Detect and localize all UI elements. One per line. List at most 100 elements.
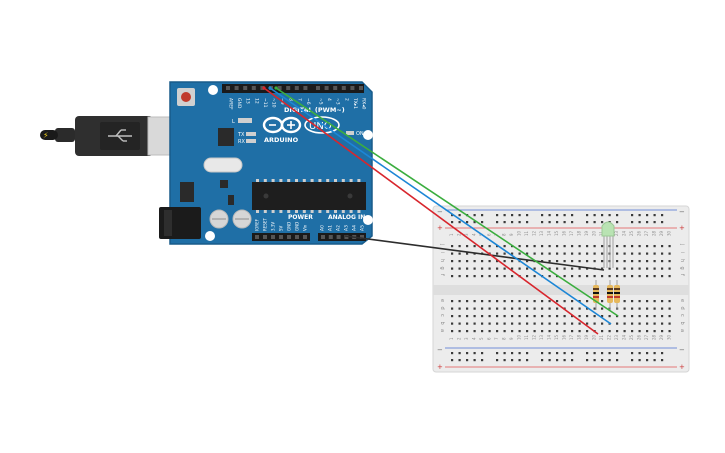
terminal-hole[interactable]	[451, 322, 454, 325]
terminal-hole[interactable]	[541, 322, 544, 325]
terminal-hole[interactable]	[458, 315, 461, 318]
rail-hole[interactable]	[646, 359, 649, 362]
terminal-hole[interactable]	[541, 300, 544, 303]
terminal-hole[interactable]	[518, 315, 521, 318]
terminal-hole[interactable]	[496, 267, 499, 270]
terminal-hole[interactable]	[563, 252, 566, 255]
terminal-hole[interactable]	[646, 267, 649, 270]
rail-hole[interactable]	[631, 214, 634, 217]
terminal-hole[interactable]	[466, 330, 469, 333]
header-pin[interactable]	[251, 86, 256, 90]
terminal-hole[interactable]	[466, 252, 469, 255]
terminal-hole[interactable]	[586, 275, 589, 278]
terminal-hole[interactable]	[548, 307, 551, 310]
terminal-hole[interactable]	[631, 275, 634, 278]
terminal-hole[interactable]	[556, 300, 559, 303]
rail-hole[interactable]	[601, 214, 604, 217]
terminal-hole[interactable]	[668, 260, 671, 263]
terminal-hole[interactable]	[631, 322, 634, 325]
terminal-hole[interactable]	[481, 275, 484, 278]
terminal-hole[interactable]	[541, 315, 544, 318]
terminal-hole[interactable]	[466, 275, 469, 278]
rail-hole[interactable]	[541, 221, 544, 224]
terminal-hole[interactable]	[526, 245, 529, 248]
terminal-hole[interactable]	[571, 315, 574, 318]
rail-hole[interactable]	[548, 221, 551, 224]
terminal-hole[interactable]	[556, 252, 559, 255]
terminal-hole[interactable]	[578, 315, 581, 318]
terminal-hole[interactable]	[593, 315, 596, 318]
rail-hole[interactable]	[556, 214, 559, 217]
terminal-hole[interactable]	[511, 307, 514, 310]
terminal-hole[interactable]	[668, 267, 671, 270]
terminal-hole[interactable]	[466, 245, 469, 248]
rail-hole[interactable]	[653, 214, 656, 217]
terminal-hole[interactable]	[631, 252, 634, 255]
rail-hole[interactable]	[526, 221, 529, 224]
rail-hole[interactable]	[646, 214, 649, 217]
terminal-hole[interactable]	[578, 322, 581, 325]
rail-hole[interactable]	[458, 221, 461, 224]
terminal-hole[interactable]	[533, 322, 536, 325]
rail-hole[interactable]	[473, 221, 476, 224]
rail-hole[interactable]	[593, 214, 596, 217]
header-pin[interactable]	[287, 235, 291, 239]
rail-hole[interactable]	[458, 359, 461, 362]
terminal-hole[interactable]	[601, 275, 604, 278]
rail-hole[interactable]	[473, 214, 476, 217]
rail-hole[interactable]	[481, 214, 484, 217]
rail-hole[interactable]	[466, 221, 469, 224]
terminal-hole[interactable]	[631, 300, 634, 303]
terminal-hole[interactable]	[563, 275, 566, 278]
terminal-hole[interactable]	[631, 307, 634, 310]
terminal-hole[interactable]	[556, 245, 559, 248]
terminal-hole[interactable]	[526, 267, 529, 270]
rail-hole[interactable]	[563, 214, 566, 217]
terminal-hole[interactable]	[473, 260, 476, 263]
rail-hole[interactable]	[653, 221, 656, 224]
terminal-hole[interactable]	[653, 252, 656, 255]
terminal-hole[interactable]	[593, 275, 596, 278]
terminal-hole[interactable]	[458, 252, 461, 255]
rail-hole[interactable]	[466, 352, 469, 355]
terminal-hole[interactable]	[473, 267, 476, 270]
terminal-hole[interactable]	[661, 307, 664, 310]
terminal-hole[interactable]	[488, 275, 491, 278]
terminal-hole[interactable]	[668, 322, 671, 325]
terminal-hole[interactable]	[541, 267, 544, 270]
header-pin[interactable]	[303, 235, 307, 239]
terminal-hole[interactable]	[556, 260, 559, 263]
terminal-hole[interactable]	[661, 330, 664, 333]
header-pin[interactable]	[271, 235, 275, 239]
terminal-hole[interactable]	[623, 300, 626, 303]
terminal-hole[interactable]	[526, 260, 529, 263]
terminal-hole[interactable]	[571, 330, 574, 333]
rail-hole[interactable]	[616, 359, 619, 362]
terminal-hole[interactable]	[631, 260, 634, 263]
terminal-hole[interactable]	[481, 245, 484, 248]
terminal-hole[interactable]	[571, 260, 574, 263]
terminal-hole[interactable]	[451, 315, 454, 318]
rail-hole[interactable]	[593, 352, 596, 355]
rail-hole[interactable]	[526, 214, 529, 217]
terminal-hole[interactable]	[646, 260, 649, 263]
terminal-hole[interactable]	[653, 245, 656, 248]
header-pin[interactable]	[324, 86, 329, 90]
terminal-hole[interactable]	[518, 330, 521, 333]
terminal-hole[interactable]	[541, 245, 544, 248]
terminal-hole[interactable]	[601, 245, 604, 248]
rail-hole[interactable]	[608, 214, 611, 217]
terminal-hole[interactable]	[593, 245, 596, 248]
terminal-hole[interactable]	[571, 300, 574, 303]
rail-hole[interactable]	[548, 214, 551, 217]
terminal-hole[interactable]	[601, 300, 604, 303]
rail-hole[interactable]	[653, 359, 656, 362]
rail-hole[interactable]	[556, 221, 559, 224]
wires[interactable]	[262, 86, 619, 335]
terminal-hole[interactable]	[563, 245, 566, 248]
terminal-hole[interactable]	[458, 260, 461, 263]
terminal-hole[interactable]	[548, 245, 551, 248]
header-pin[interactable]	[336, 235, 341, 239]
rail-hole[interactable]	[571, 214, 574, 217]
